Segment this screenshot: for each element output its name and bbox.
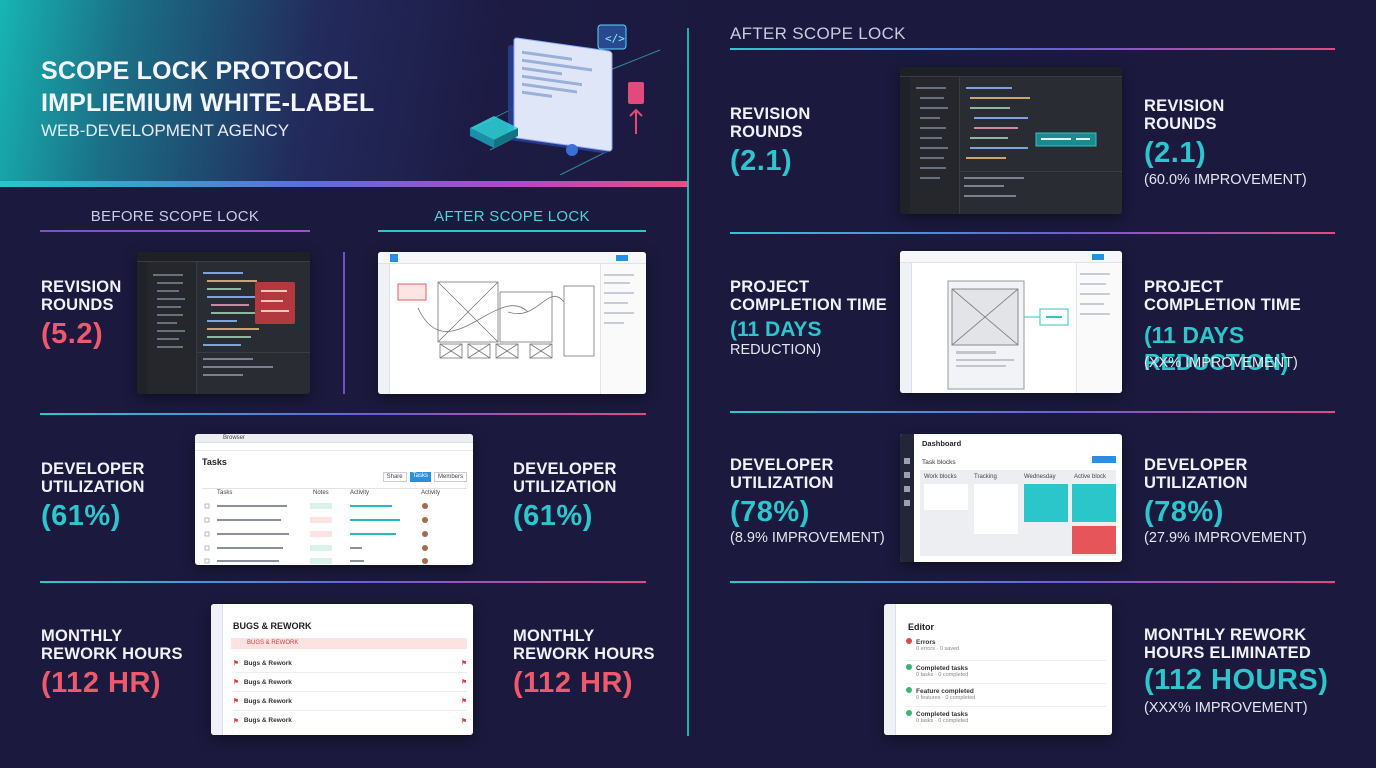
bugs-screenshot: BUGS & REWORK BUGS & REWORK ⚑Bugs & Rewo… bbox=[211, 604, 473, 735]
editor-screenshot: Editor Errors 0 errors · 0 saved Complet… bbox=[884, 604, 1112, 735]
developer-utilization-before-value: (61%) bbox=[41, 500, 121, 532]
page-title-line2: IMPLIEMIUM WHITE-LABEL bbox=[41, 89, 375, 117]
row-separator bbox=[730, 411, 1335, 413]
right-heading: AFTER SCOPE LOCK bbox=[730, 24, 906, 43]
revision-rounds-before-value: (5.2) bbox=[41, 318, 104, 350]
row-separator bbox=[40, 413, 646, 415]
row-separator bbox=[730, 232, 1335, 234]
rework-eliminated-value: (112 HOURS) bbox=[1144, 664, 1329, 696]
hero-accent-bar bbox=[0, 181, 688, 187]
revision-rounds-far-value: (2.1) bbox=[1144, 137, 1207, 169]
members-button: Members bbox=[433, 472, 467, 482]
page-title-line1: SCOPE LOCK PROTOCOL bbox=[41, 57, 359, 85]
right-wireframe-screenshot bbox=[900, 251, 1122, 393]
row-separator bbox=[40, 581, 646, 583]
before-heading-underline bbox=[40, 230, 310, 232]
after-heading-underline bbox=[378, 230, 646, 232]
hero-illustration: </> bbox=[469, 24, 661, 175]
after-wireframe-screenshot bbox=[378, 252, 646, 394]
developer-utilization-right-value: (78%) bbox=[730, 496, 810, 528]
right-heading-underline bbox=[730, 48, 1335, 50]
monthly-rework-before-value: (112 HR) bbox=[41, 667, 162, 699]
tasks-title: Tasks bbox=[202, 457, 227, 467]
before-ide-screenshot bbox=[137, 252, 310, 394]
tasks-button: Tasks bbox=[409, 472, 431, 482]
revision-rounds-right-value: (2.1) bbox=[730, 145, 793, 177]
row-separator bbox=[730, 581, 1335, 583]
developer-utilization-right-note: (8.9% IMPROVEMENT) bbox=[730, 530, 885, 546]
completion-time-improvement: (XX% IMPROVEMENT) bbox=[1144, 355, 1298, 371]
svg-text:</>: </> bbox=[605, 32, 625, 45]
revision-rounds-improvement: (60.0% IMPROVEMENT) bbox=[1144, 172, 1307, 188]
completion-time-far-value: (11 DAYS REDUCTION) bbox=[1144, 322, 1289, 375]
completion-time-value: (11 DAYS bbox=[730, 318, 822, 341]
center-divider bbox=[687, 28, 689, 736]
completion-time-note: REDUCTION) bbox=[730, 342, 822, 358]
developer-utilization-improvement: (27.9% IMPROVEMENT) bbox=[1144, 530, 1307, 546]
rework-eliminated-improvement: (XXX% IMPROVEMENT) bbox=[1144, 700, 1308, 716]
before-after-divider bbox=[343, 252, 345, 394]
monthly-rework-after-value: (112 HR) bbox=[513, 667, 634, 699]
tasks-screenshot: Browser Tasks Share Tasks Members Tasks … bbox=[195, 434, 473, 565]
after-heading: AFTER SCOPE LOCK bbox=[434, 208, 590, 225]
before-heading: BEFORE SCOPE LOCK bbox=[90, 208, 260, 225]
bugs-title: BUGS & REWORK bbox=[233, 621, 312, 631]
developer-utilization-far-value: (78%) bbox=[1144, 496, 1224, 528]
share-button: Share bbox=[382, 472, 407, 482]
dashboard-screenshot: Dashboard Task blocks Work blocks Tracki… bbox=[900, 434, 1122, 562]
right-ide-screenshot bbox=[900, 67, 1122, 214]
page-subtitle: WEB-DEVELOPMENT AGENCY bbox=[41, 121, 290, 140]
developer-utilization-after-value: (61%) bbox=[513, 500, 593, 532]
